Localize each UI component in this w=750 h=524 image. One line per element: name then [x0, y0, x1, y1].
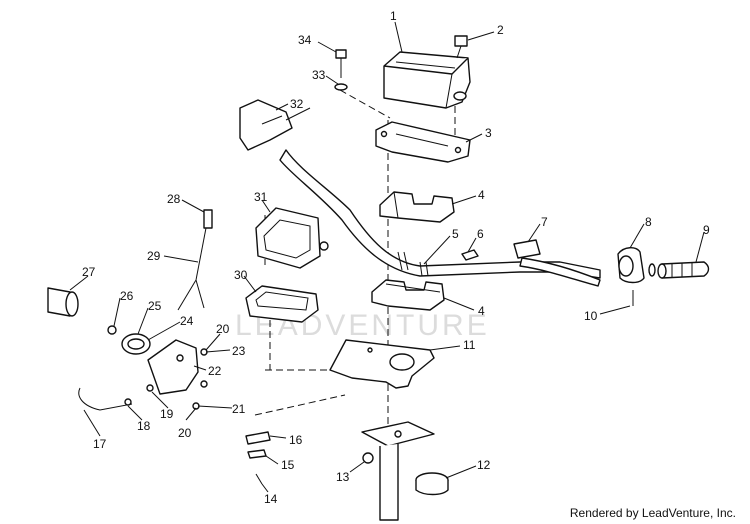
callout-14: 14	[264, 492, 278, 506]
part-small-nut	[107, 325, 117, 335]
callout-23: 23	[232, 344, 246, 358]
callout-3: 3	[485, 126, 492, 140]
part-mounting-bracket	[329, 339, 435, 389]
callout-29: 29	[147, 249, 161, 263]
callout-16: 16	[289, 433, 303, 447]
credit-text: Rendered by LeadVenture, Inc.	[569, 506, 736, 520]
callout-33: 33	[312, 68, 326, 82]
callout-32: 32	[290, 97, 304, 111]
part-lever	[513, 239, 601, 287]
callout-7: 7	[541, 215, 548, 229]
part-gauge-bezel	[245, 285, 319, 323]
callout-4-lower: 4	[478, 304, 485, 318]
part-upper-plate	[375, 121, 471, 163]
part-tag	[461, 249, 479, 261]
callout-27: 27	[82, 265, 96, 279]
part-pin	[255, 473, 263, 485]
callout-12: 12	[477, 458, 491, 472]
part-bolt	[454, 35, 468, 59]
part-throttle-housing	[617, 247, 645, 284]
part-ring-inner	[127, 338, 145, 350]
part-cable-end	[124, 398, 132, 406]
callout-25: 25	[148, 299, 162, 313]
part-washer	[334, 83, 348, 91]
part-upper-clamp	[379, 191, 455, 223]
part-speedo-cable	[78, 387, 133, 411]
part-grip	[657, 261, 710, 279]
part-switch-housing	[239, 99, 311, 151]
callout-30: 30	[234, 268, 248, 282]
part-pad	[383, 51, 471, 109]
part-grip-ring	[648, 263, 656, 277]
callout-19: 19	[160, 407, 174, 421]
callout-17: 17	[93, 437, 107, 451]
part-screw	[335, 49, 347, 78]
part-speedo-bracket	[147, 339, 199, 395]
callout-9: 9	[703, 223, 710, 237]
callout-34: 34	[298, 33, 312, 47]
callout-2: 2	[497, 23, 504, 37]
part-clip	[247, 449, 267, 459]
callout-5: 5	[452, 227, 459, 241]
callout-11: 11	[463, 338, 476, 352]
callout-18: 18	[137, 419, 151, 433]
callout-8: 8	[645, 215, 652, 229]
part-grommet	[146, 384, 154, 392]
part-steering-post	[361, 421, 435, 521]
part-bolt-lower	[200, 380, 208, 388]
callout-28: 28	[167, 192, 181, 206]
callout-13: 13	[336, 470, 350, 484]
callout-22: 22	[208, 364, 222, 378]
callout-20-upper: 20	[216, 322, 230, 336]
callout-15: 15	[281, 458, 295, 472]
callout-21: 21	[232, 402, 246, 416]
part-speedometer	[255, 207, 329, 269]
callout-1: 1	[390, 9, 397, 23]
callout-20-lower: 20	[178, 426, 192, 440]
callout-4-upper: 4	[478, 188, 485, 202]
callout-labels: 1 2 3 4 4 5 6 7 8 9 10 11 12 13 14 15 16…	[82, 9, 710, 506]
callout-10: 10	[584, 309, 598, 323]
part-nut	[362, 452, 374, 464]
callout-6: 6	[477, 227, 484, 241]
part-clamp	[415, 472, 449, 496]
leader-lines	[69, 21, 705, 493]
part-retainer	[245, 431, 271, 445]
callout-24: 24	[180, 314, 194, 328]
part-lower-clamp	[371, 279, 445, 311]
callout-26: 26	[120, 289, 134, 303]
part-bulb-harness	[177, 209, 213, 311]
part-cylinder	[47, 287, 79, 317]
callout-31: 31	[254, 190, 268, 204]
